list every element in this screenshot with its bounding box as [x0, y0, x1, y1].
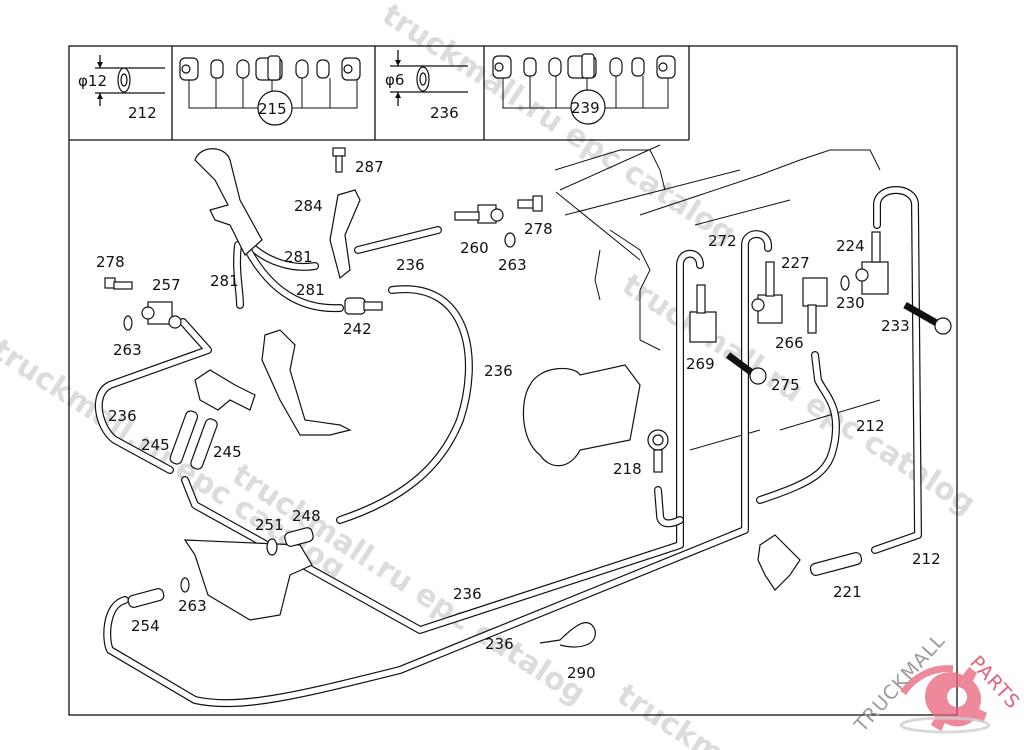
fitting-icons — [179, 55, 361, 81]
reservoir — [183, 539, 313, 621]
pedal — [261, 329, 352, 436]
cable-tie-290 — [539, 622, 596, 648]
callout-281-c: 281 — [296, 281, 325, 299]
valve-221 — [757, 534, 801, 591]
callout-236-bottom-a: 236 — [453, 585, 482, 603]
fitting-242 — [344, 297, 366, 315]
callout-212-right: 212 — [912, 550, 941, 568]
callout-236-right-loop: 236 — [484, 362, 513, 380]
callout-239: 239 — [571, 99, 600, 117]
diameter-label-6: φ6 — [385, 71, 404, 89]
diagram-frame — [68, 45, 958, 716]
callout-263-bottom: 263 — [178, 597, 207, 615]
callout-287: 287 — [355, 158, 384, 176]
callout-278-left: 278 — [96, 253, 125, 271]
callout-233: 233 — [881, 317, 910, 335]
callout-236-top: 236 — [396, 256, 425, 274]
callout-218: 218 — [613, 460, 642, 478]
callout-245-b: 245 — [213, 443, 242, 461]
callout-212-mid: 212 — [856, 417, 885, 435]
bracket-284 — [329, 189, 361, 280]
watermark-text-5: truckmall.ru epc catalog — [611, 677, 977, 750]
bolt-275 — [749, 367, 767, 385]
callout-212-header: 212 — [128, 104, 157, 122]
callout-224: 224 — [836, 237, 865, 255]
callout-272: 272 — [708, 232, 737, 250]
header-cell-tube-236: φ6 236 — [385, 50, 468, 122]
callout-284: 284 — [294, 197, 323, 215]
t-piece — [194, 369, 256, 411]
callout-236-left: 236 — [108, 407, 137, 425]
truckmall-parts-logo: TRUCKMALL PARTS — [850, 629, 1024, 737]
bolt-287 — [332, 147, 346, 157]
callout-248: 248 — [292, 507, 321, 525]
callout-245-a: 245 — [141, 436, 170, 454]
callout-263-top: 263 — [498, 256, 527, 274]
valve-266 — [802, 277, 828, 307]
callout-215: 215 — [258, 100, 287, 118]
callout-227: 227 — [781, 254, 810, 272]
fitting-245b — [190, 418, 218, 470]
fitting-221 — [809, 551, 863, 577]
callout-260: 260 — [460, 239, 489, 257]
shift-lever-part — [194, 148, 263, 256]
watermark-text-1: truckmall.ru epc catalog — [376, 0, 742, 252]
header-cell-fitting-set-239: 239 — [492, 53, 676, 125]
callout-275: 275 — [771, 376, 800, 394]
callout-269: 269 — [686, 355, 715, 373]
starter-motor — [522, 364, 641, 467]
callout-251: 251 — [255, 516, 284, 534]
callout-263-left: 263 — [113, 341, 142, 359]
callout-254: 254 — [131, 617, 160, 635]
fitting-248 — [284, 527, 314, 547]
fitting-254 — [127, 588, 165, 608]
callout-281-a: 281 — [284, 248, 313, 266]
engine-block — [554, 144, 881, 451]
callout-290: 290 — [567, 664, 596, 682]
callout-242: 242 — [343, 320, 372, 338]
callout-230: 230 — [836, 294, 865, 312]
callout-221: 221 — [833, 583, 862, 601]
header-cell-tube-212: φ12 212 — [78, 55, 165, 122]
fitting-245a — [169, 410, 199, 465]
gear-icon — [925, 667, 987, 731]
callout-236-header: 236 — [430, 104, 459, 122]
callout-236-bottom-b: 236 — [485, 635, 514, 653]
valve-269 — [689, 311, 717, 343]
tubes — [94, 186, 922, 708]
diameter-label-12: φ12 — [78, 72, 107, 90]
callout-266: 266 — [775, 334, 804, 352]
parts — [104, 147, 952, 648]
callout-281-b: 281 — [210, 272, 239, 290]
callouts: 287 284 278 260 263 236 281 281 281 242 … — [96, 158, 941, 682]
bolt-233 — [934, 317, 952, 335]
callout-257: 257 — [152, 276, 181, 294]
callout-278-top: 278 — [524, 220, 553, 238]
header-cell-fitting-set-215: 215 — [179, 55, 361, 126]
